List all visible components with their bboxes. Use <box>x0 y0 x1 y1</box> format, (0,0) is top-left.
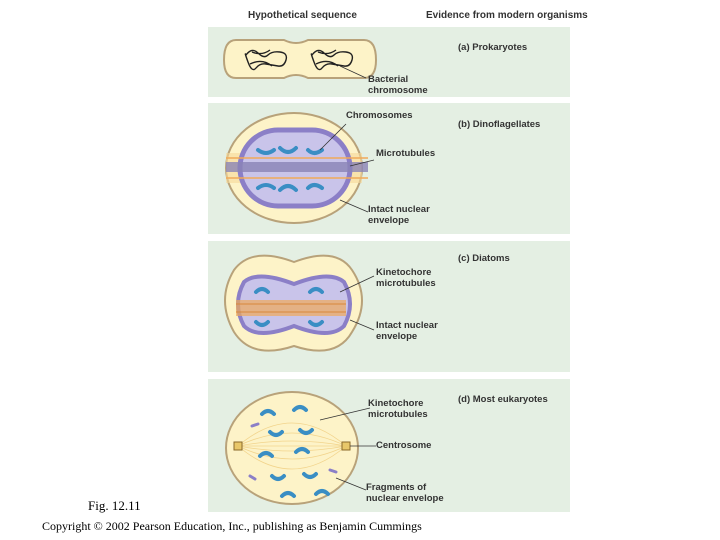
callout-centrosome: Centrosome <box>376 440 432 451</box>
copyright-notice: Copyright © 2002 Pearson Education, Inc.… <box>42 519 422 533</box>
prokaryote-cell <box>222 39 378 79</box>
dinoflagellate-chromosomes <box>256 146 324 192</box>
eukaryote-chromosomes <box>258 405 330 498</box>
diatom-chromosomes <box>254 287 324 327</box>
diatom-cell <box>224 254 375 352</box>
envelope-fragments <box>248 422 338 481</box>
label-prokaryotes: (a) Prokaryotes <box>458 42 528 53</box>
callout-chromosomes: Chromosomes <box>346 110 413 121</box>
centrosome-right <box>341 441 351 451</box>
microtubule-tunnel <box>226 162 368 172</box>
header-hypothetical-sequence: Hypothetical sequence <box>248 10 357 21</box>
spindle-fibers <box>237 422 347 470</box>
label-diatoms: (c) Diatoms <box>458 253 510 264</box>
bacterial-chromosome-left <box>244 49 288 71</box>
diatom-spindle <box>236 300 346 316</box>
label-dinoflagellates: (b) Dinoflagellates <box>458 119 541 130</box>
callout-microtubules: Microtubules <box>376 148 436 159</box>
label-most-eukaryotes: (d) Most eukaryotes <box>458 394 548 405</box>
eukaryote-cell <box>225 391 376 505</box>
centrosome-left <box>233 441 243 451</box>
bacterial-chromosome-right <box>310 49 354 71</box>
header-evidence-modern-organisms: Evidence from modern organisms <box>426 10 588 21</box>
dinoflagellate-cell <box>225 112 375 224</box>
figure-caption: Fig. 12.11 <box>88 498 141 513</box>
